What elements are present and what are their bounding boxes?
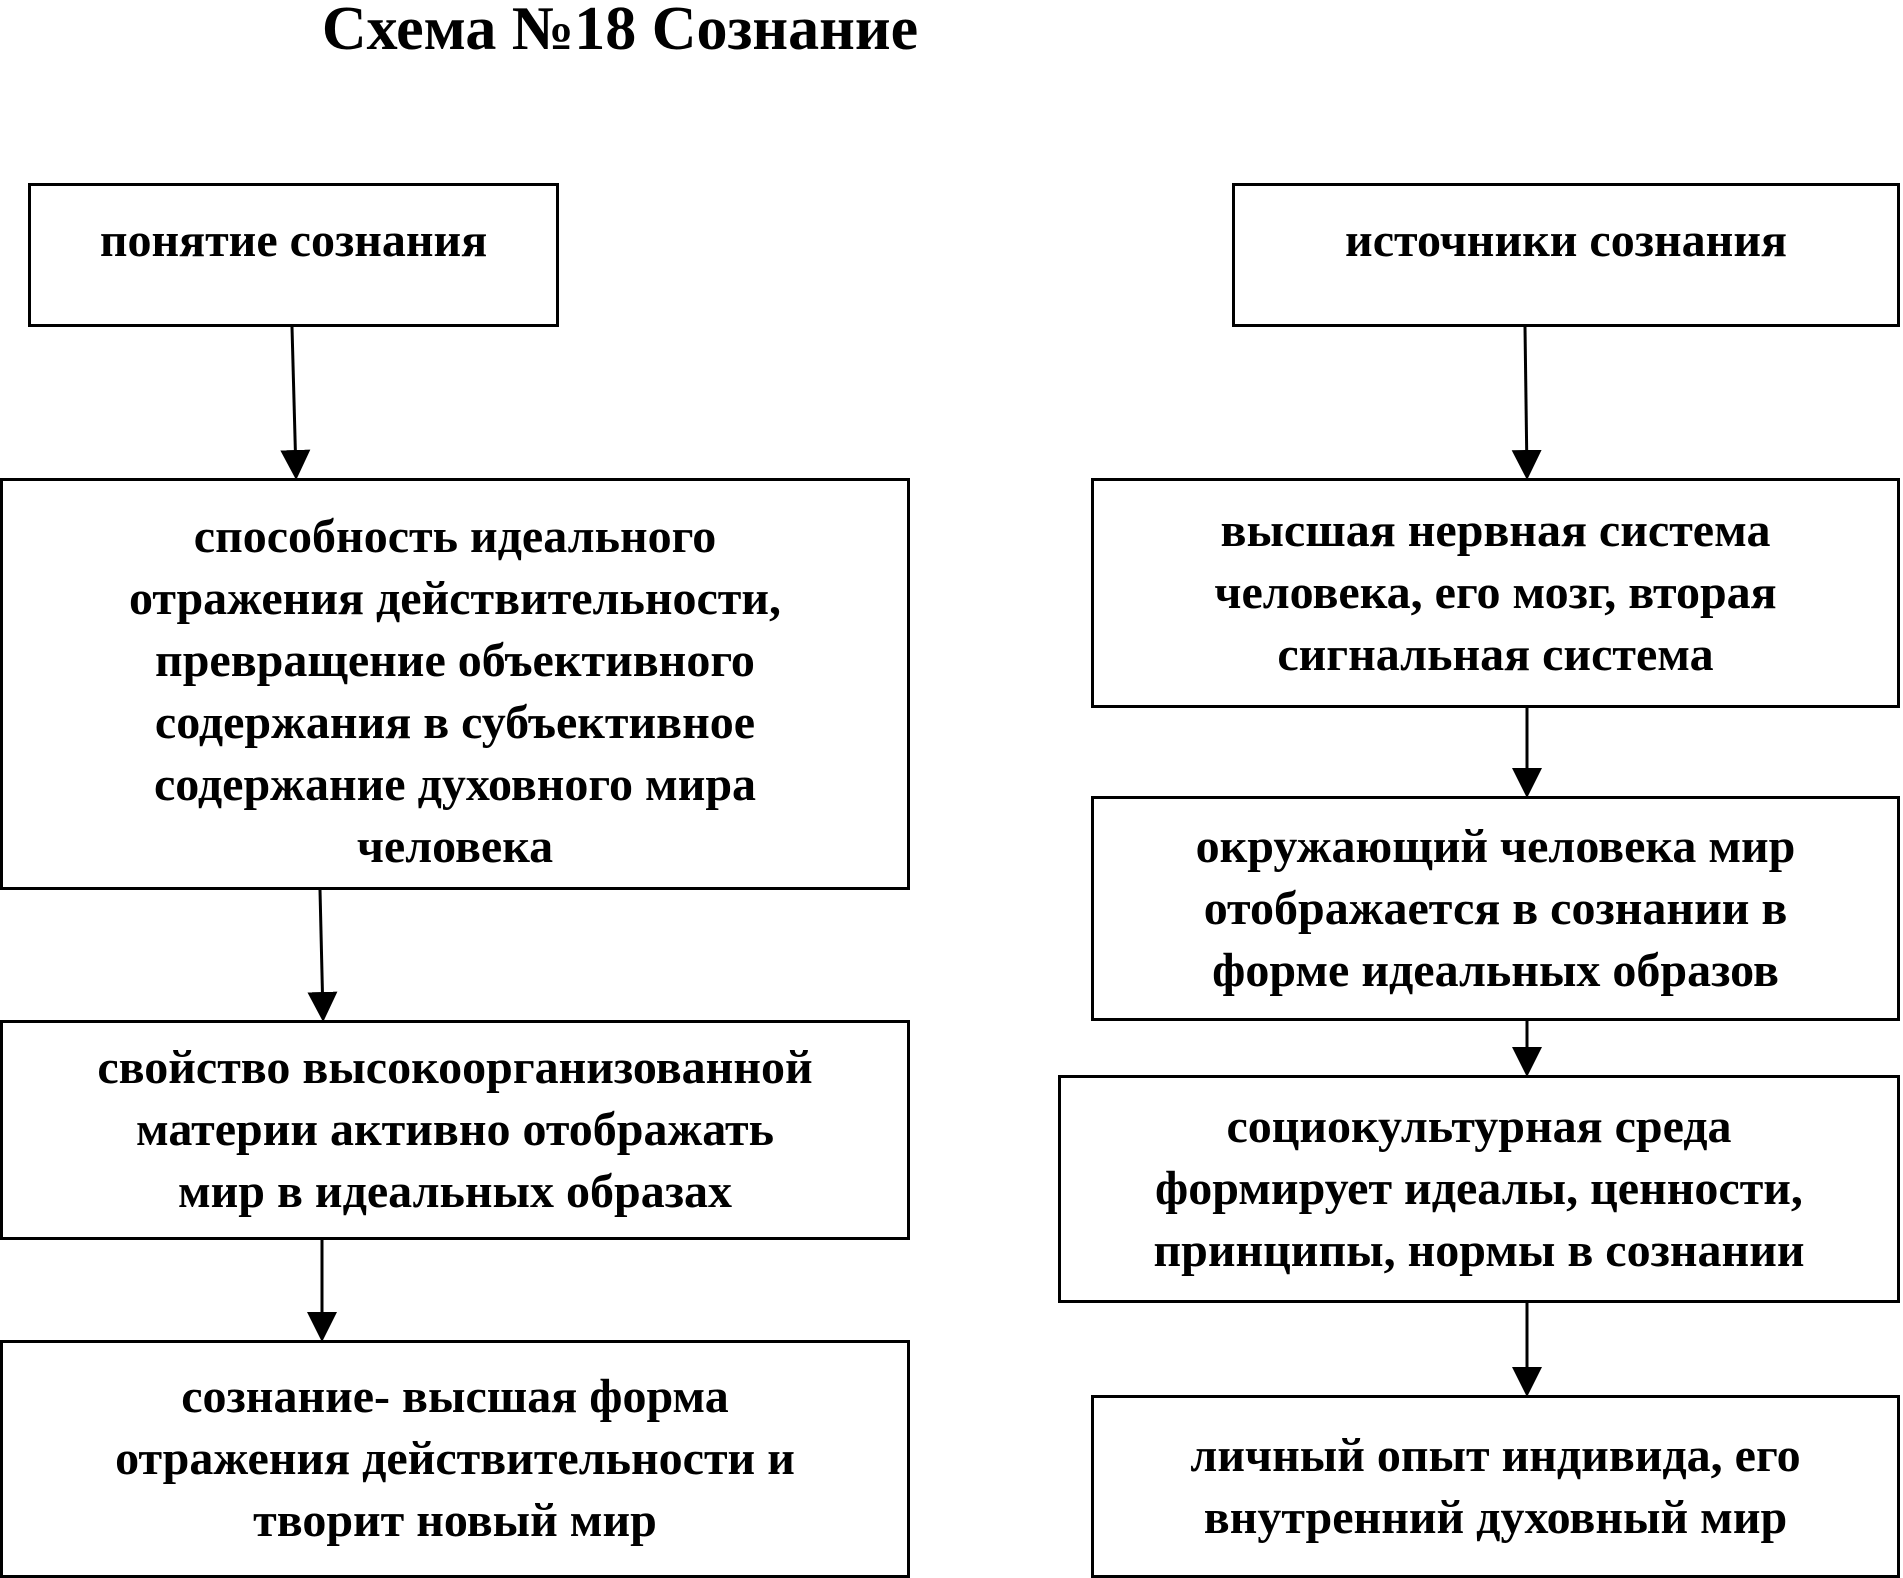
box-concept-ability: способность идеального отражения действи… <box>0 478 910 890</box>
box-sources-personal-experience-text: личный опыт индивида, его внутренний дух… <box>1190 1428 1801 1544</box>
box-sources-world-text: окружающий человека мир отображается в с… <box>1195 819 1796 997</box>
box-concept-header: понятие сознания <box>28 183 559 327</box>
box-sources-nervous-system-text: высшая нервная система человека, его моз… <box>1214 504 1777 681</box>
box-concept-property: свойство высокоорганизованной материи ак… <box>0 1020 910 1240</box>
arrow-sources-header-to-nervous-system <box>1511 326 1542 480</box>
box-sources-sociocultural-text: социокультурная среда формирует идеалы, … <box>1153 1100 1805 1277</box>
box-concept-property-text: свойство высокоорганизованной материи ак… <box>97 1041 813 1218</box>
arrow-concept-header-to-ability <box>280 326 311 480</box>
box-sources-header: источники сознания <box>1232 183 1900 327</box>
box-sources-nervous-system: высшая нервная система человека, его моз… <box>1091 478 1900 708</box>
box-concept-highest-form: сознание- высшая форма отражения действи… <box>0 1340 910 1578</box>
box-sources-sociocultural: социокультурная среда формирует идеалы, … <box>1058 1075 1900 1303</box>
box-sources-personal-experience: личный опыт индивида, его внутренний дух… <box>1091 1395 1900 1578</box>
box-concept-highest-form-text: сознание- высшая форма отражения действи… <box>115 1370 795 1547</box>
box-sources-world: окружающий человека мир отображается в с… <box>1091 796 1900 1021</box>
box-concept-ability-text: способность идеального отражения действи… <box>128 510 782 873</box>
arrow-ability-to-property <box>307 889 338 1022</box>
box-concept-header-text: понятие сознания <box>99 214 488 267</box>
diagram-title: Схема №18 Сознание <box>321 0 919 63</box>
box-sources-header-text: источники сознания <box>1345 214 1787 267</box>
